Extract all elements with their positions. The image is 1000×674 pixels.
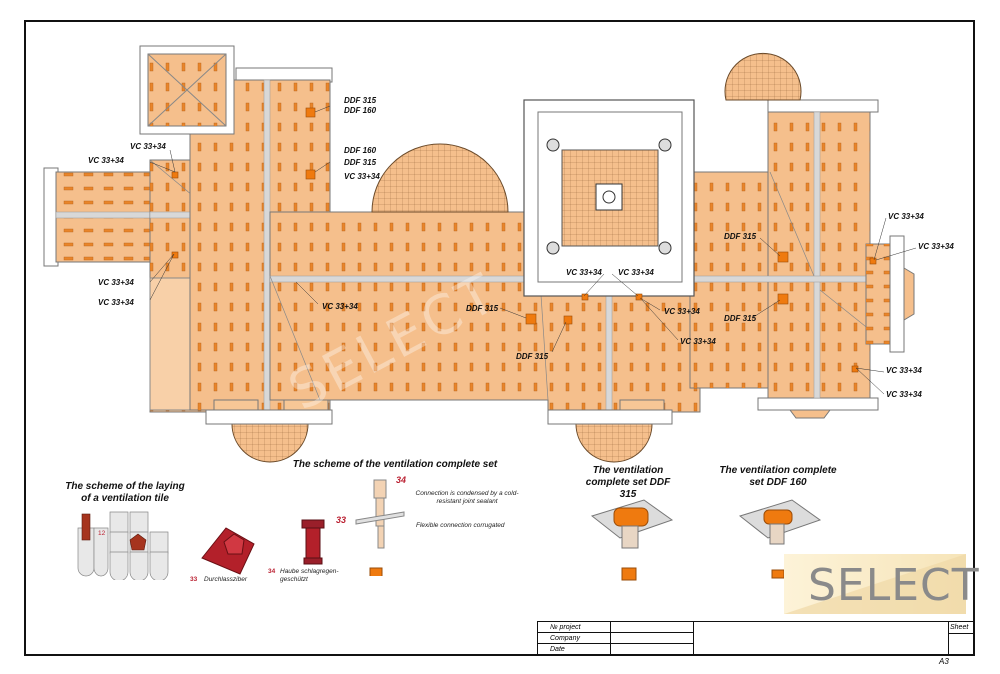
part-33-name: Durchlassziber: [204, 576, 247, 583]
label-vc-14: VC 33+34: [886, 390, 922, 399]
label-vc-4: VC 33+34: [98, 278, 134, 287]
label-vc-5: VC 33+34: [98, 298, 134, 307]
label-ddf315-6: DDF 315: [724, 314, 757, 323]
roof-right: [689, 99, 879, 411]
label-vc-11: VC 33+34: [888, 212, 924, 221]
select-logo: SELECT: [784, 554, 979, 614]
part-34-name: Haube schlagregen-geschützt: [280, 568, 339, 583]
label-vc-7: VC 33+34: [566, 268, 602, 277]
tower-central: [523, 99, 695, 297]
vent-num-33: 33: [336, 515, 347, 525]
label-vc-6: VC 33+34: [322, 302, 358, 311]
tile-scheme-figure: [77, 511, 169, 580]
stamp-row-company: Company: [538, 633, 693, 644]
label-ddf315-1: DDF 315: [344, 96, 377, 105]
label-vc-13: VC 33+34: [886, 366, 922, 375]
label-ddf315-2: DDF 315: [344, 158, 377, 167]
drawing-frame: [24, 20, 975, 656]
title-block: № project Company Date Sheet: [537, 621, 975, 656]
roof-left-wing: [43, 167, 153, 267]
label-ddf315-3: DDF 315: [466, 304, 499, 313]
label-vc-3: VC 33+34: [344, 172, 380, 181]
logo-text: SELECT: [808, 560, 980, 611]
label-vc-12: VC 33+34: [918, 242, 954, 251]
label-vc-9: VC 33+34: [664, 307, 700, 316]
label-ddf160-2: DDF 160: [344, 146, 377, 155]
vent-note-1: Connection is condensed by a cold-resist…: [415, 490, 519, 505]
part-34-number: 34: [268, 568, 276, 575]
stamp-row-date: Date: [550, 646, 565, 653]
chimney-top-left: [139, 45, 235, 135]
ddf315-figure: [590, 499, 674, 581]
roof-central: [269, 211, 701, 413]
label-ddf315-5: DDF 315: [724, 232, 757, 241]
ddf315-title: The ventilation complete set DDF 315: [585, 465, 671, 500]
label-vc-1: VC 33+34: [130, 142, 166, 151]
tile-scheme-title: The scheme of the laying of a ventilatio…: [65, 481, 185, 504]
vent-num-34: 34: [396, 475, 407, 485]
label-vc-10: VC 33+34: [680, 337, 716, 346]
stamp-row-project: № project: [538, 622, 693, 633]
vent-note-2: Flexible connection corrugated: [416, 522, 505, 529]
tile-marker: 12: [98, 530, 106, 537]
ddf160-figure: [738, 499, 822, 579]
ddf160-title: The ventilation complete set DDF 160: [719, 465, 837, 488]
vent-set-title: The scheme of the ventilation complete s…: [292, 459, 498, 470]
vent-set-figure: [355, 479, 405, 576]
label-ddf160-1: DDF 160: [344, 106, 377, 115]
part-33-number: 33: [190, 576, 198, 583]
stamp-sheet: Sheet: [950, 624, 969, 631]
format-label: A3: [939, 657, 949, 666]
label-vc-8: VC 33+34: [618, 268, 654, 277]
roof-right-wing: [865, 235, 915, 353]
label-vc-2: VC 33+34: [88, 156, 124, 165]
label-ddf315-4: DDF 315: [516, 352, 549, 361]
part-34-icon: [301, 519, 325, 565]
part-33-icon: [201, 527, 255, 575]
